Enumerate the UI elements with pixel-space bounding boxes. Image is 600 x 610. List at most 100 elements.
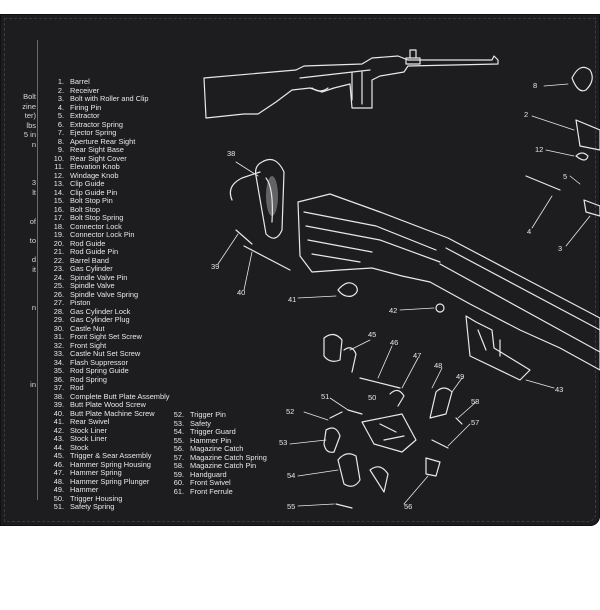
parts-list-item: 37.Rod [44, 383, 169, 393]
parts-list-item: 6.Extractor Spring [44, 119, 169, 130]
part-name: Safety [190, 418, 211, 428]
part-number: 1. [57, 77, 64, 86]
parts-list-item: 1. Barrel [44, 77, 169, 87]
part-name: Barrel [70, 77, 90, 86]
part-number: 53. [173, 418, 184, 428]
callout-8: 8 [533, 81, 538, 90]
part-name: Connector Lock [70, 221, 122, 231]
spec-fragment [0, 581, 36, 591]
parts-list-item: 43.Stock Liner [44, 434, 169, 444]
callout-42: 42 [389, 306, 398, 315]
part-name: Spindle Valve [70, 281, 115, 290]
spec-fragment: lbs [26, 120, 36, 130]
parts-list-item: 22. Barrel Band [44, 255, 169, 266]
parts-list-item: 38.Complete Butt Plate Assembly [44, 392, 170, 402]
spec-fragment: in [30, 379, 36, 389]
part-name: Bolt Stop Pin [70, 196, 113, 205]
parts-list-item: 11.Elevation Knob [44, 162, 169, 172]
part-number: 9. [57, 145, 64, 154]
part-name: Receiver [70, 85, 100, 95]
part-number: 7. [57, 128, 64, 137]
part-number: 40. [53, 408, 64, 418]
part-name: Gas Cylinder Plug [70, 315, 130, 324]
part-number: 27. [53, 298, 64, 307]
part-number: 50. [53, 493, 64, 503]
part-number: 32. [53, 340, 64, 350]
callout-2: 2 [524, 110, 529, 119]
parts-list-item: 59.Handguard [164, 469, 267, 480]
part-number: 28. [53, 306, 64, 316]
firing-pin-part-4 [525, 175, 561, 191]
part-name: Rod Guide [70, 238, 106, 248]
parts-list-item: 26.Spindle Valve Spring [44, 290, 169, 300]
callout-51: 51 [321, 392, 330, 401]
callout-45: 45 [368, 330, 377, 339]
callout-43: 43 [555, 385, 564, 394]
callout-49: 49 [456, 372, 465, 381]
part-name: Barrel Band [70, 255, 110, 265]
part-number: 22. [53, 255, 64, 265]
parts-list-item: 51.Safety Spring [44, 502, 169, 512]
part-name: Firing Pin [70, 102, 102, 112]
spec-fragment [0, 591, 36, 601]
spec-fragment: of [29, 216, 36, 226]
part-name: Rear Swivel [70, 417, 110, 426]
spec-fragment: zine [22, 101, 36, 111]
part-number: 21. [53, 247, 64, 256]
spec-fragment [0, 543, 36, 553]
part-number: 23. [53, 264, 64, 273]
rifle-profile-illustration [203, 49, 499, 119]
parts-list-item: 8.Aperture Rear Sight [44, 136, 169, 147]
parts-list-item: 20.Rod Guide [44, 238, 169, 249]
part-number: 6. [57, 119, 64, 129]
part-number: 36. [53, 374, 64, 384]
spec-fragment: ter) [24, 111, 36, 121]
parts-list-item: 57.Magazine Catch Spring [164, 453, 267, 463]
parts-list-item: 58.Magazine Catch Pin [164, 461, 267, 471]
parts-list-item: 29.Gas Cylinder Plug [44, 315, 169, 325]
part-number: 33. [53, 349, 64, 358]
part-name: Hammer Pin [190, 435, 232, 445]
parts-list-item: 36.Rod Spring [44, 374, 169, 385]
callout-39: 39 [211, 262, 220, 271]
part-number: 35. [53, 366, 64, 375]
part-name: Clip Guide [70, 179, 105, 188]
callout-46: 46 [390, 338, 399, 347]
part-name: Rod Guide Pin [70, 247, 119, 256]
parts-list-item: 27.Piston [44, 298, 169, 308]
part-name: Handguard [190, 469, 227, 479]
parts-list-item: 9.Rear Sight Base [44, 145, 169, 155]
callout-41: 41 [288, 295, 297, 304]
callout-leader-lines [217, 83, 591, 507]
part-number: 30. [53, 323, 64, 333]
parts-list-item: 2.Receiver [44, 85, 169, 96]
part-number: 13. [53, 179, 64, 188]
parts-list-item: 46.Hammer Spring Housing [44, 460, 169, 470]
parts-list-item: 61.Front Ferrule [164, 487, 267, 497]
spec-fragment: lt [32, 187, 36, 197]
callout-56: 56 [404, 502, 413, 511]
parts-list-item: 24.Spindle Valve Pin [44, 273, 169, 283]
part-name: Extractor [70, 111, 100, 120]
part-number: 41. [53, 417, 64, 426]
callout-50: 50 [368, 393, 377, 402]
part-name: Connector Lock Pin [70, 230, 135, 239]
part-number: 16. [53, 204, 64, 214]
part-number: 17. [53, 213, 64, 222]
parts-list-item: 39.Butt Plate Wood Screw [44, 400, 169, 410]
part-number: 37. [53, 383, 64, 392]
part-name: Castle Nut Set Screw [70, 349, 141, 358]
spec-fragment: 5 in [23, 130, 36, 140]
part-name: Stock [70, 442, 89, 452]
spec-fragment: d [31, 255, 36, 265]
callout-47: 47 [413, 351, 422, 360]
part-name: Aperture Rear Sight [70, 136, 136, 146]
receiver-part-2 [575, 119, 600, 151]
part-number: 3. [57, 94, 64, 103]
part-name: Gas Cylinder Lock [70, 306, 131, 316]
callout-38: 38 [227, 149, 236, 158]
part-name: Hammer Spring Plunger [70, 476, 150, 486]
part-name: Hammer Spring [70, 468, 122, 477]
